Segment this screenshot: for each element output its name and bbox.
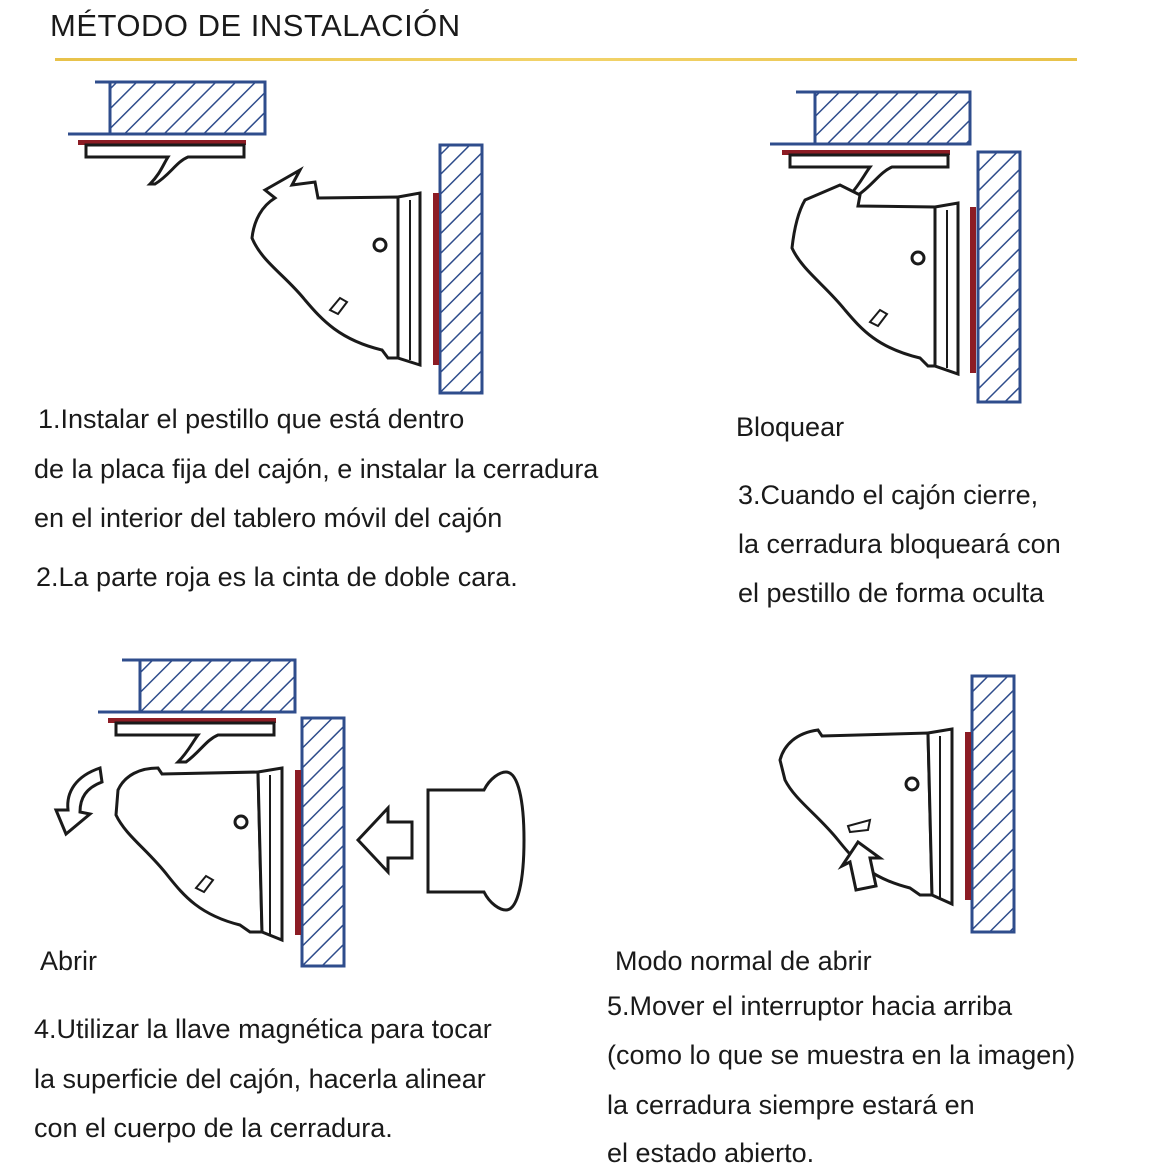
lock-body (790, 183, 940, 368)
diagram-install (68, 80, 484, 395)
slide-switch (846, 818, 872, 834)
drawer-top-board (138, 658, 297, 714)
push-arrow-icon (355, 804, 414, 876)
magnetic-key (426, 770, 526, 912)
tape-strip (970, 207, 976, 373)
up-arrow-icon (837, 839, 885, 892)
lock-body (114, 766, 264, 934)
title-underline (55, 58, 1077, 61)
latch-hook (114, 721, 276, 764)
step4-line-3: con el cuerpo de la cerradura. (34, 1113, 393, 1143)
drawer-side-wall (970, 674, 1016, 934)
step1-line-1: 1.Instalar el pestillo que está dentro (38, 404, 465, 434)
lock-body (250, 166, 402, 360)
step5-line-3: la cerradura siempre estará en (607, 1090, 975, 1120)
tape-strip (782, 150, 950, 155)
lock-label: Bloquear (736, 412, 845, 442)
latch-hook (84, 143, 246, 186)
diagram-normal-open (778, 674, 1016, 934)
step3-line-2: la cerradura bloqueará con (738, 529, 1061, 559)
latch-hook (788, 153, 950, 197)
step5-line-2: (como lo que se muestra en la imagen) (607, 1040, 1076, 1070)
tape-strip (965, 732, 971, 900)
step5-line-1: 5.Mover el interruptor hacia arriba (607, 991, 1013, 1021)
drawer-top-board (108, 80, 267, 136)
normal-label: Modo normal de abrir (615, 946, 872, 976)
step4-line-1: 4.Utilizar la llave magnética para tocar (34, 1014, 492, 1044)
drawer-side-wall (438, 143, 484, 395)
tape-strip (295, 770, 301, 935)
step1-line-3: en el interior del tablero móvil del caj… (34, 503, 503, 533)
step3-line-3: el pestillo de forma oculta (738, 578, 1045, 608)
drawer-side-wall (300, 716, 346, 968)
step2-line: 2.La parte roja es la cinta de doble car… (36, 562, 518, 592)
page-title: MÉTODO DE INSTALACIÓN (50, 8, 461, 43)
drawer-side-wall (976, 150, 1022, 404)
step5-line-4: el estado abierto. (607, 1138, 815, 1168)
diagram-open (53, 658, 526, 968)
step1-line-2: de la placa fija del cajón, e instalar l… (34, 454, 599, 484)
step3-line-1: 3.Cuando el cajón cierre, (738, 480, 1039, 510)
open-label: Abrir (40, 946, 98, 976)
tape-strip (78, 140, 246, 145)
tape-strip (433, 193, 439, 365)
release-arrow-icon (53, 766, 104, 837)
step4-line-2: la superficie del cajón, hacerla alinear (34, 1064, 486, 1094)
tape-strip (108, 718, 276, 723)
drawer-top-board (813, 90, 972, 146)
diagram-lock (770, 90, 1022, 404)
